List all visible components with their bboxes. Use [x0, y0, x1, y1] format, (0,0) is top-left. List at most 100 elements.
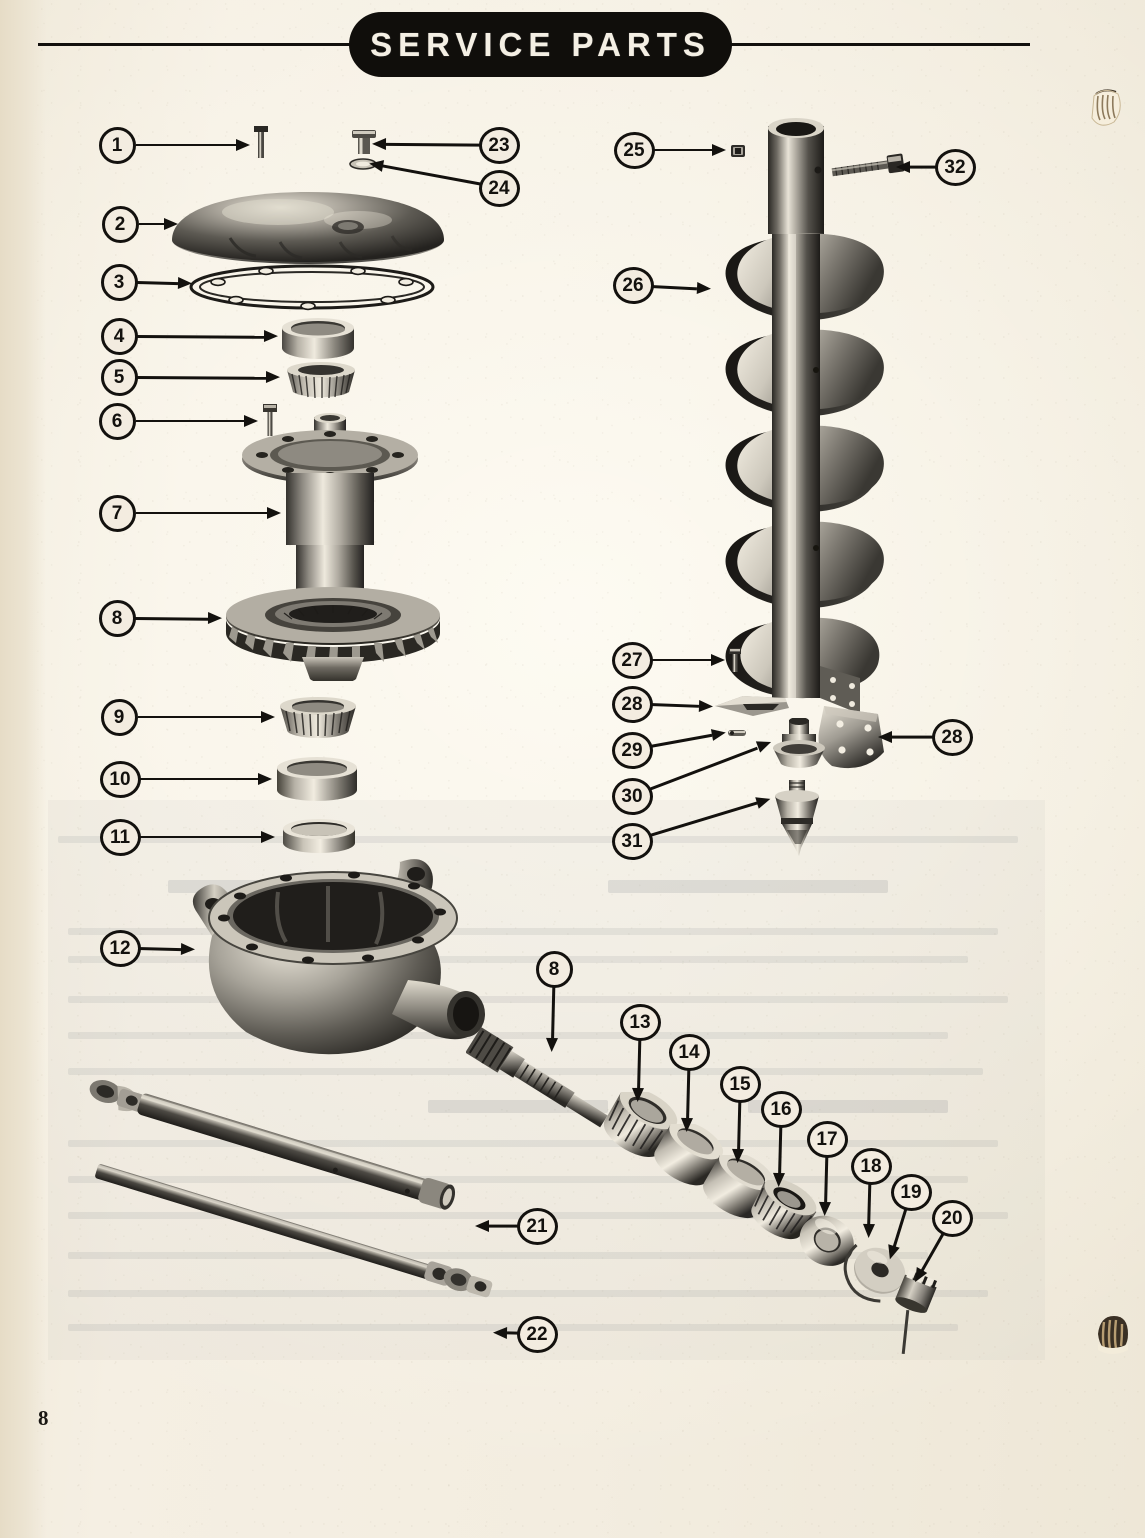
callout-3: 3: [100, 263, 138, 301]
arrowhead-8b: [545, 1037, 559, 1052]
leader-line-28b: [892, 735, 934, 739]
arrowhead-17: [818, 1201, 832, 1216]
leader-line-30: [648, 746, 759, 791]
leader-line-17: [824, 1157, 828, 1203]
part-26-auger-flighting: [725, 118, 884, 714]
arrowhead-15: [731, 1148, 745, 1163]
leader-line-10: [138, 777, 258, 781]
leader-line-29: [649, 734, 713, 748]
arrowhead-4: [263, 330, 279, 343]
leader-line-25: [652, 148, 712, 152]
callout-14: 14: [668, 1033, 710, 1071]
part-31-auger-point: [775, 780, 819, 856]
part-2-gearbox-cover: [172, 192, 444, 264]
leader-line-20: [920, 1233, 944, 1272]
part-24-plug-washer: [349, 158, 377, 170]
leader-line-13: [637, 1040, 641, 1089]
part-5-bearing-cone-upper: [287, 362, 355, 399]
arrowhead-11: [261, 830, 275, 843]
callout-13: 13: [619, 1003, 661, 1041]
part-32-hex-head-bolt: [831, 153, 905, 177]
arrowhead-16: [772, 1172, 786, 1187]
part-30-auger-point-holder: [773, 718, 825, 768]
part-8-bevel-ring-gear: [226, 587, 440, 681]
callout-27: 27: [611, 641, 653, 679]
leader-line-8: [135, 616, 208, 621]
part-12-gearbox-housing: [192, 859, 485, 1055]
arrowhead-25: [712, 143, 726, 156]
callout-16: 16: [760, 1090, 802, 1128]
leader-line-28: [650, 703, 700, 708]
callout-11: 11: [99, 818, 141, 856]
page-number: 8: [38, 1406, 49, 1430]
callout-8: 8: [98, 599, 136, 637]
callout-24: 24: [478, 169, 520, 207]
arrowhead-26: [696, 281, 712, 295]
leader-line-7: [135, 511, 267, 515]
callout-12: 12: [99, 929, 141, 967]
part-1-cap-screw: [254, 126, 268, 158]
callout-32: 32: [934, 148, 976, 186]
callout-30: 30: [611, 777, 653, 815]
page-edge-curl-top: [1091, 89, 1121, 126]
page-title: SERVICE PARTS: [370, 25, 711, 63]
arrowhead-2: [164, 217, 178, 230]
callout-22: 22: [516, 1315, 558, 1353]
part-20-castellated-nut: [895, 1269, 938, 1313]
callout-8b: 8: [535, 950, 573, 988]
callout-23: 23: [478, 126, 520, 164]
part-22-universal-joint-shaft: [95, 1164, 493, 1298]
part-28-cutting-blade-flat: [715, 696, 789, 716]
callout-10: 10: [99, 760, 141, 798]
part-25-roll-pin: [731, 145, 745, 157]
header-rule-left: [38, 43, 380, 46]
page-title-pill: SERVICE PARTS: [349, 12, 732, 77]
arrowhead-23: [371, 137, 387, 150]
part-14-bearing-cup: [654, 1124, 724, 1186]
callout-15: 15: [719, 1065, 761, 1103]
leader-line-4: [137, 334, 264, 339]
leader-line-2: [138, 222, 164, 226]
part-27-blade-screw: [729, 648, 741, 672]
callout-26: 26: [612, 266, 654, 304]
leader-line-16: [778, 1127, 782, 1174]
part-6-hex-bolt: [263, 404, 277, 436]
callout-31: 31: [611, 822, 653, 860]
arrowhead-7: [267, 506, 281, 519]
leader-line-11: [138, 835, 261, 839]
leader-line-18: [868, 1184, 872, 1225]
arrowhead-29: [711, 726, 728, 741]
arrowhead-8: [207, 612, 223, 625]
callout-29: 29: [611, 731, 653, 769]
part-8b-pinion-shaft: [466, 1027, 608, 1128]
arrowhead-18: [862, 1223, 876, 1238]
callout-9: 9: [100, 698, 138, 736]
callout-28: 28: [611, 685, 653, 723]
arrowhead-5: [265, 371, 281, 384]
leader-line-3: [137, 281, 179, 285]
arrowhead-6: [244, 414, 258, 427]
callout-20: 20: [931, 1199, 973, 1237]
leader-line-27: [650, 658, 711, 662]
leader-line-23: [385, 142, 481, 147]
arrowhead-13: [631, 1087, 645, 1102]
arrowhead-12: [180, 943, 196, 956]
part-23-filler-plug: [352, 130, 376, 154]
arrowhead-28b: [878, 730, 892, 743]
leader-line-31: [649, 801, 757, 837]
leader-line-1: [135, 143, 236, 147]
callout-21: 21: [516, 1207, 558, 1245]
part-21-telescoping-drive-shaft: [89, 1079, 456, 1210]
part-16-bearing-cone-rear: [751, 1180, 817, 1240]
arrowhead-1: [236, 138, 250, 151]
arrowhead-21: [475, 1219, 489, 1232]
leader-line-12: [138, 947, 182, 951]
callout-25: 25: [613, 131, 655, 169]
leader-line-6: [135, 419, 244, 423]
part-10-bearing-cup-lower: [277, 757, 357, 801]
part-11-shim-ring: [283, 819, 355, 853]
leader-line-24: [382, 165, 482, 186]
callout-7: 7: [98, 494, 136, 532]
part-28b-cutting-blade-bracket: [818, 706, 884, 769]
